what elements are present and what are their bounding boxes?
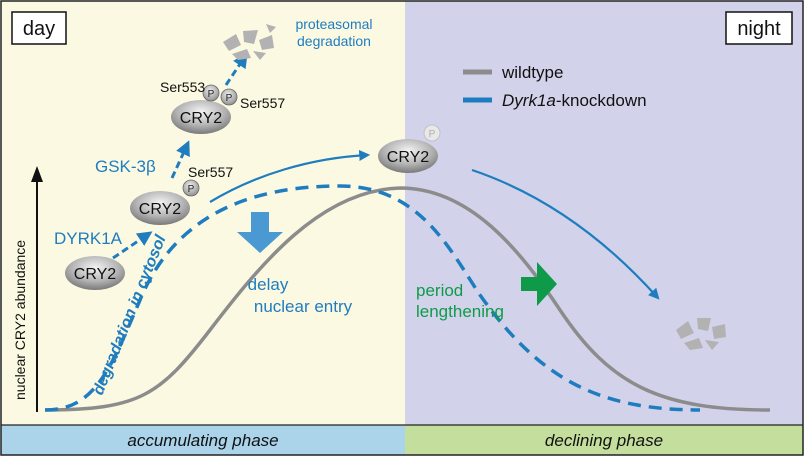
nuclear-entry-arrow — [209, 149, 371, 203]
declining-phase-label: declining phase — [545, 431, 663, 450]
ser557-label-mid: Ser557 — [188, 164, 233, 180]
dyrk1a-label: DYRK1A — [54, 229, 123, 248]
gsk3b-label: GSK-3β — [95, 157, 156, 176]
accumulating-phase-bar — [1, 425, 405, 455]
cry2-label: CRY2 — [74, 266, 116, 283]
y-axis-arrowhead — [31, 166, 43, 182]
nuclear-entry-label: nuclear entry — [254, 297, 353, 316]
dyrk1a-knockdown-curve — [44, 184, 701, 412]
cry2-protein-nuclear: CRY2 P — [378, 124, 441, 173]
period-lengthening-arrow — [521, 262, 557, 306]
phospho-label: P — [188, 184, 195, 195]
period-label: period — [416, 281, 463, 300]
day-label-box — [11, 11, 67, 45]
ser557-label-top: Ser557 — [240, 95, 285, 111]
night-label: night — [737, 18, 781, 40]
phospho-label-faded: P — [429, 129, 436, 140]
ser553-label: Ser553 — [160, 79, 205, 95]
gsk3b-arrow — [170, 140, 190, 179]
cry2-protein-double-phospho: CRY2 P P — [171, 84, 238, 134]
night-label-box — [725, 11, 793, 45]
phospho-label: P — [226, 93, 233, 104]
y-axis-label: nuclear CRY2 abundance — [12, 240, 28, 400]
cry2-label: CRY2 — [180, 110, 222, 127]
proteasomal-label: proteasomal — [295, 16, 372, 32]
degraded-fragments-night — [676, 318, 726, 350]
wildtype-curve — [44, 186, 771, 412]
degraded-fragments-day — [223, 24, 276, 60]
delay-label: delay — [248, 275, 289, 294]
cry2-label: CRY2 — [139, 201, 181, 218]
dyrk1a-arrow — [112, 231, 153, 260]
declining-phase-bar — [405, 425, 803, 455]
day-label: day — [23, 18, 55, 40]
phospho-label: P — [208, 89, 215, 100]
delay-arrow — [237, 212, 283, 253]
legend-wildtype-label: wildtype — [501, 63, 563, 82]
accumulating-phase-label: accumulating phase — [127, 431, 278, 450]
legend-knockdown-suffix: -knockdown — [556, 91, 647, 110]
legend-knockdown-gene: Dyrk1a — [502, 91, 556, 110]
cry2-protein-unphosphorylated: CRY2 — [65, 256, 125, 290]
proteasome-arrow — [224, 52, 248, 86]
degradation-label: degradation — [297, 33, 371, 49]
lengthening-label: lengthening — [416, 302, 504, 321]
cry2-protein-ser557: CRY2 P — [130, 179, 200, 225]
day-panel — [1, 1, 405, 425]
cry2-label: CRY2 — [387, 149, 429, 166]
nuclear-degradation-arrow — [471, 168, 660, 300]
legend-knockdown-label: Dyrk1a-knockdown — [502, 91, 647, 110]
